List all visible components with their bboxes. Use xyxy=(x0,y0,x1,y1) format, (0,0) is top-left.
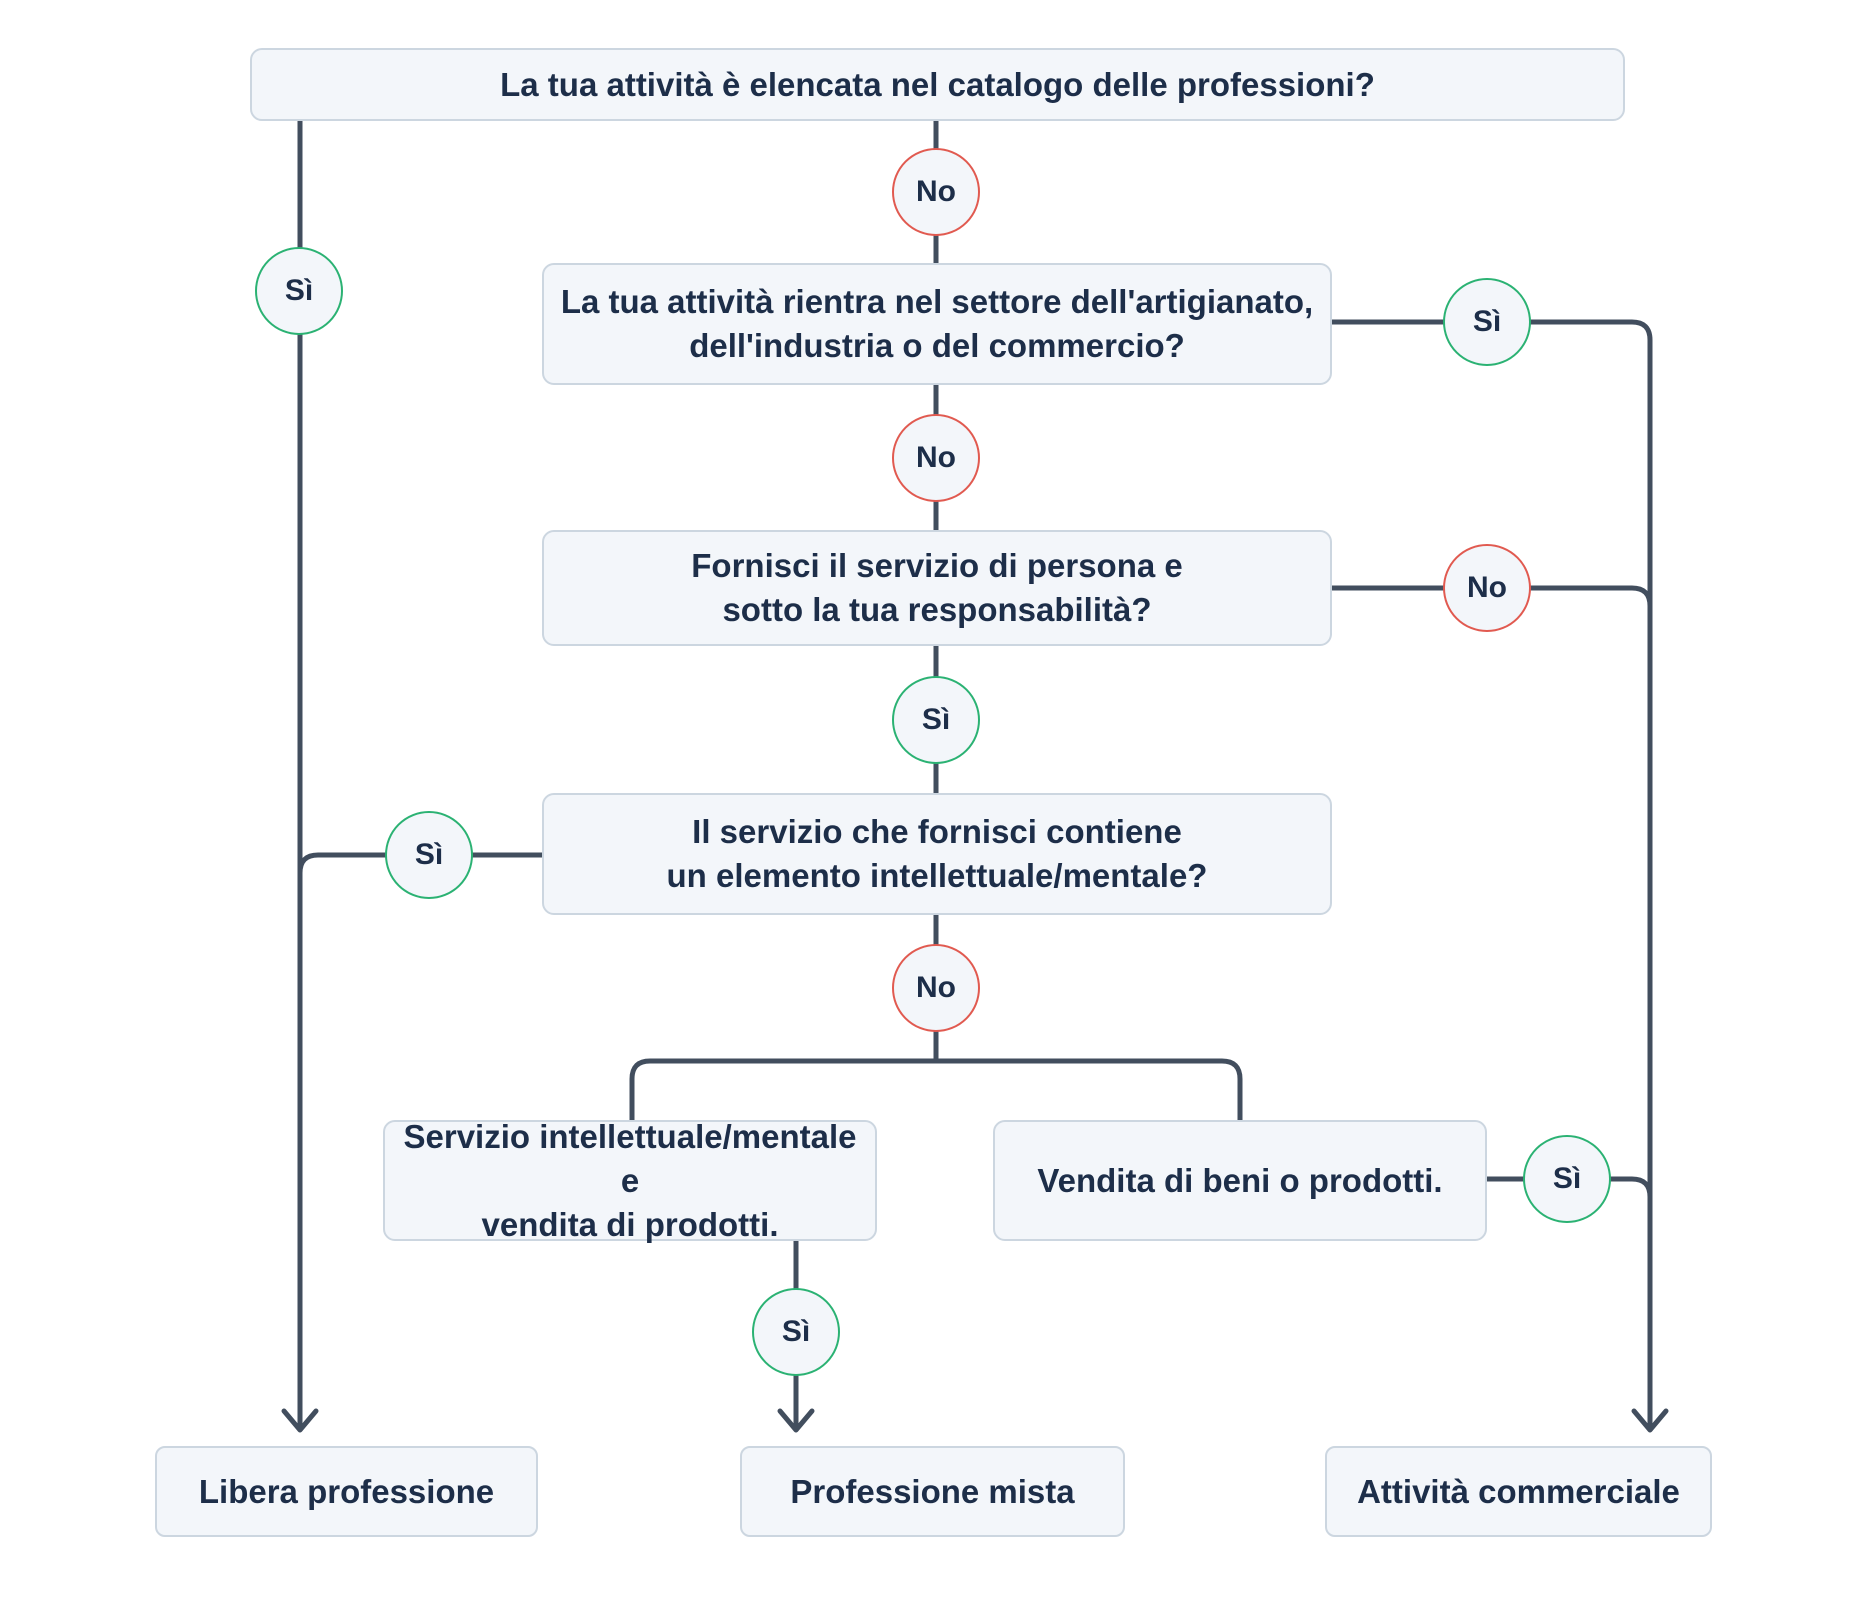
edge-split xyxy=(629,1058,1243,1120)
answer-badge-no-q3: No xyxy=(1443,544,1531,632)
edge-r2-yes xyxy=(1487,1176,1653,1198)
answer-badge-yes-q1: Sì xyxy=(255,247,343,335)
edge-q4-yes xyxy=(297,852,542,874)
arrowhead-attivita-commerciale xyxy=(1631,1408,1669,1433)
arrowhead-libera-professione xyxy=(281,1408,319,1433)
question-box-settore: La tua attività rientra nel settore dell… xyxy=(542,263,1332,385)
answer-badge-no-q1: No xyxy=(892,148,980,236)
answer-badge-yes-q2: Sì xyxy=(1443,278,1531,366)
answer-badge-no-q4: No xyxy=(892,944,980,1032)
outcome-box-professione-mista: Professione mista xyxy=(740,1446,1125,1537)
edge-q3-no xyxy=(1332,585,1653,607)
result-box-vendita-beni: Vendita di beni o prodotti. xyxy=(993,1120,1487,1241)
answer-badge-yes-q4: Sì xyxy=(385,811,473,899)
answer-badge-no-q2: No xyxy=(892,414,980,502)
question-box-catalogo: La tua attività è elencata nel catalogo … xyxy=(250,48,1625,121)
outcome-box-attivita-commerciale: Attività commerciale xyxy=(1325,1446,1712,1537)
arrowhead-professione-mista xyxy=(777,1408,815,1433)
outcome-box-libera-professione: Libera professione xyxy=(155,1446,538,1537)
question-box-intellettuale: Il servizio che fornisci contiene un ele… xyxy=(542,793,1332,915)
edge-q2-yes xyxy=(1332,319,1653,1429)
question-box-persona: Fornisci il servizio di persona e sotto … xyxy=(542,530,1332,646)
answer-badge-yes-r2: Sì xyxy=(1523,1135,1611,1223)
result-box-servizio-e-vendita: Servizio intellettuale/mentale e vendita… xyxy=(383,1118,877,1243)
answer-badge-yes-r1: Sì xyxy=(752,1288,840,1376)
answer-badge-yes-q3: Sì xyxy=(892,676,980,764)
